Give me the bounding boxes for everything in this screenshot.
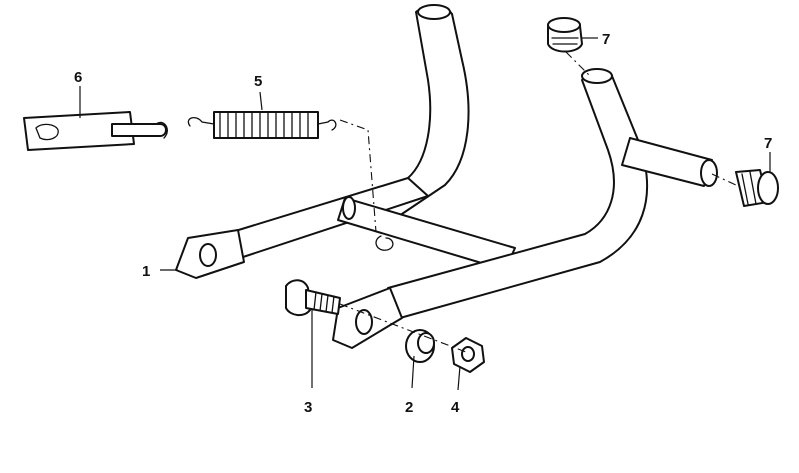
callout-7-side: 7 <box>764 135 772 152</box>
assembly-lines <box>339 51 739 353</box>
tube-cap-top <box>547 17 583 53</box>
leader-lines <box>79 37 771 391</box>
center-stand-frame <box>175 4 718 349</box>
callout-2: 2 <box>405 399 413 416</box>
tension-spring <box>187 111 337 139</box>
pivot-bolt <box>285 279 341 316</box>
hex-nut <box>451 337 485 373</box>
callout-1: 1 <box>142 263 150 280</box>
callout-7-top: 7 <box>602 31 610 48</box>
latch-plate <box>23 111 168 151</box>
callout-5: 5 <box>254 73 262 90</box>
callout-4: 4 <box>451 399 460 416</box>
callout-3: 3 <box>304 399 312 416</box>
callout-6: 6 <box>74 69 82 86</box>
tube-cap-side <box>735 169 779 207</box>
bush-washer <box>405 329 435 363</box>
